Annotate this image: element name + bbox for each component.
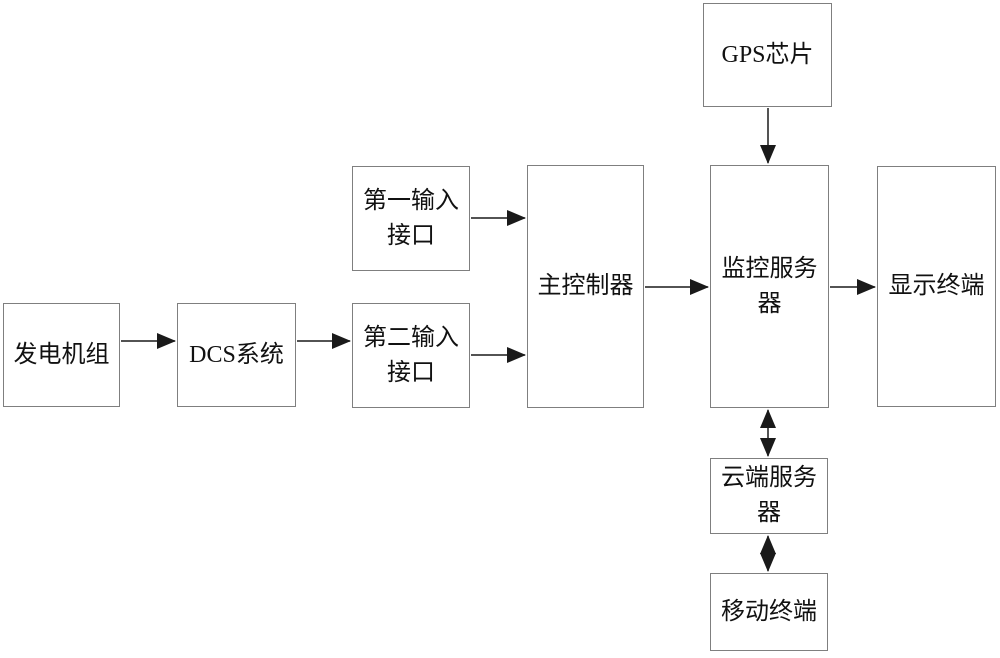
- block-main-controller: 主控制器: [527, 165, 644, 408]
- block-gps-chip-label: GPS芯片: [721, 41, 814, 68]
- block-display-terminal: 显示终端: [877, 166, 996, 407]
- block-dcs-system: DCS系统: [177, 303, 296, 407]
- block-generator-set-label: 发电机组: [13, 341, 110, 368]
- block-monitoring-server: 监控服务器: [710, 165, 829, 408]
- block-mobile-terminal: 移动终端: [710, 573, 828, 651]
- block-gps-chip: GPS芯片: [703, 3, 832, 107]
- block-dcs-system-label: DCS系统: [189, 341, 284, 368]
- block-second-input-interface: 第二输入接口: [352, 303, 470, 408]
- block-first-input-interface: 第一输入接口: [352, 166, 470, 271]
- block-generator-set: 发电机组: [3, 303, 120, 407]
- block-display-terminal-label: 显示终端: [888, 273, 985, 299]
- block-cloud-server: 云端服务器: [710, 458, 828, 534]
- block-mobile-terminal-label: 移动终端: [721, 598, 817, 625]
- block-first-input-interface-label: 第一输入接口: [363, 187, 459, 249]
- block-monitoring-server-label: 监控服务器: [721, 255, 818, 317]
- block-main-controller-label: 主控制器: [537, 273, 634, 299]
- block-second-input-interface-label: 第二输入接口: [363, 324, 459, 386]
- block-cloud-server-label: 云端服务器: [721, 465, 817, 526]
